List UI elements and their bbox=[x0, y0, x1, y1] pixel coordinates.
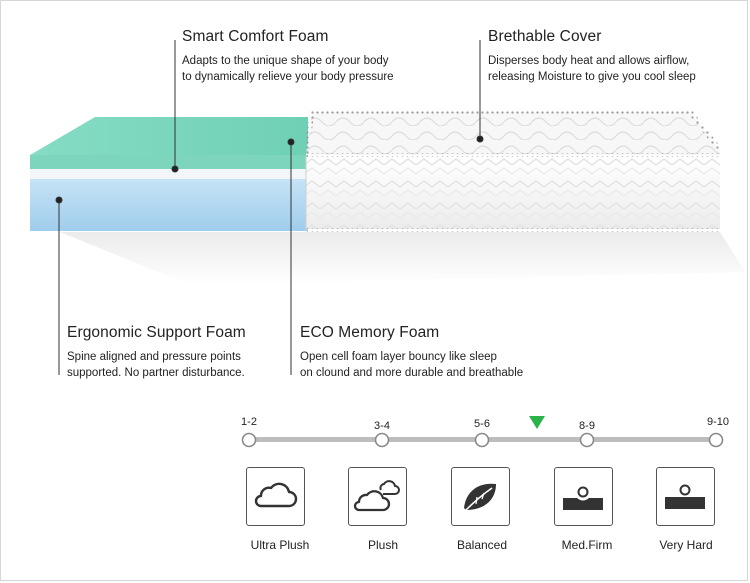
med-firm-box bbox=[554, 467, 613, 526]
scale-tick-label: 8-9 bbox=[579, 420, 595, 432]
level-label-ultra-plush: Ultra Plush bbox=[250, 538, 310, 552]
cover-top-piping bbox=[303, 109, 722, 156]
callout-line: supported. No partner disturbance. bbox=[67, 367, 245, 379]
callout-title: Brethable Cover bbox=[488, 28, 602, 45]
callout-description: Open cell foam layer bouncy like sleep o… bbox=[300, 349, 523, 381]
callout-description: Adapts to the unique shape of your body … bbox=[182, 53, 394, 85]
transition-layer bbox=[30, 169, 308, 179]
leaf-icon bbox=[464, 483, 496, 511]
cover-marker bbox=[476, 135, 484, 143]
callout-line: on clound and more durable and breathabl… bbox=[300, 367, 524, 379]
callout-description: Disperses body heat and allows airflow, … bbox=[488, 53, 696, 85]
comfort-foam-marker bbox=[171, 165, 179, 173]
callout-eco-memory-foam: ECO Memory Foam Open cell foam layer bou… bbox=[300, 324, 523, 381]
balanced-box bbox=[451, 467, 510, 526]
scale-tick-label: 3-4 bbox=[374, 420, 390, 432]
memory-foam-marker bbox=[287, 138, 295, 146]
callout-smart-comfort-foam: Smart Comfort Foam Adapts to the unique … bbox=[182, 28, 394, 85]
callout-title: Smart Comfort Foam bbox=[182, 28, 329, 45]
callout-line: releasing Moisture to give you cool slee… bbox=[488, 71, 696, 83]
scale-tick-label: 9-10 bbox=[706, 416, 730, 428]
scale-tick-label: 1-2 bbox=[241, 416, 257, 428]
very-hard-box bbox=[656, 467, 715, 526]
support-foam-marker bbox=[55, 196, 63, 204]
cover-side-pattern bbox=[306, 157, 720, 229]
callout-ergonomic-support-foam: Ergonomic Support Foam Spine aligned and… bbox=[67, 324, 246, 381]
mattress-shadow bbox=[60, 232, 745, 285]
support-foam-layer bbox=[30, 179, 308, 231]
callout-line: Open cell foam layer bouncy like sleep bbox=[300, 351, 497, 363]
cloud-icon bbox=[254, 482, 298, 508]
callout-breathable-cover: Brethable Cover Disperses body heat and … bbox=[488, 28, 696, 85]
ultra-plush-box bbox=[246, 467, 305, 526]
comfort-foam-top bbox=[30, 117, 308, 155]
level-label-plush: Plush bbox=[367, 538, 399, 552]
callout-line: to dynamically relieve your body pressur… bbox=[182, 71, 394, 83]
ball-on-hard-surface-icon bbox=[665, 484, 705, 509]
comfort-foam-layer bbox=[30, 155, 308, 169]
callout-line: Spine aligned and pressure points bbox=[67, 351, 241, 363]
level-label-very-hard: Very Hard bbox=[659, 538, 713, 552]
scale-tick-label: 5-6 bbox=[474, 418, 490, 430]
cover-quilt-pattern bbox=[306, 112, 720, 155]
level-label-balanced: Balanced bbox=[456, 538, 508, 552]
callout-line: Adapts to the unique shape of your body bbox=[182, 55, 389, 67]
callout-title: Ergonomic Support Foam bbox=[67, 324, 246, 341]
plush-box bbox=[348, 467, 407, 526]
double-cloud-icon bbox=[353, 480, 400, 512]
level-label-med-firm: Med.Firm bbox=[561, 538, 613, 552]
callout-title: ECO Memory Foam bbox=[300, 324, 440, 341]
callout-description: Spine aligned and pressure points suppor… bbox=[67, 349, 246, 381]
ball-on-firm-surface-icon bbox=[563, 486, 603, 510]
callout-line: Disperses body heat and allows airflow, bbox=[488, 55, 690, 67]
